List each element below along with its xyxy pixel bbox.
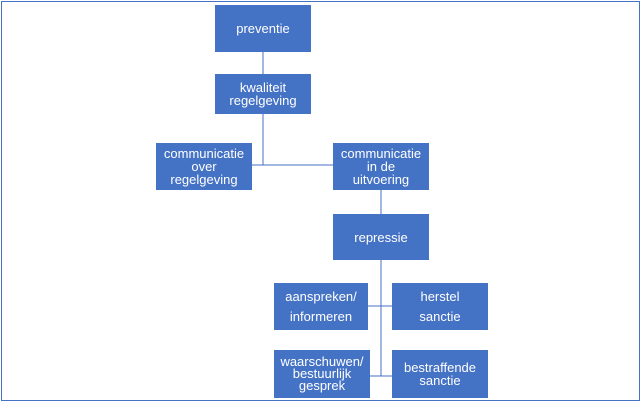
node-kwaliteit-label: kwaliteit regelgeving: [229, 80, 297, 108]
node-bestraffende-label: bestraffende sanctie: [403, 360, 477, 388]
node-kwaliteit-regelgeving: kwaliteit regelgeving: [215, 74, 311, 114]
node-herstel-sanctie: herstel sanctie: [392, 283, 488, 330]
node-comm-uitvoering-label: communicatie in de uitvoering: [340, 146, 422, 187]
node-aanspreken-informeren: aanspreken/ informeren: [274, 283, 368, 330]
node-communicatie-over-regelgeving: communicatie over regelgeving: [156, 143, 252, 190]
node-waarschuwen-label: waarschuwen/ bestuurlijk gesprek: [280, 354, 364, 393]
node-aanspreken-label: aanspreken/ informeren: [285, 288, 357, 324]
node-communicatie-in-de-uitvoering: communicatie in de uitvoering: [333, 143, 429, 190]
node-preventie-label: preventie: [236, 21, 290, 36]
node-preventie: preventie: [215, 5, 311, 52]
node-herstel-label: herstel sanctie: [419, 288, 461, 324]
node-repressie-label: repressie: [354, 229, 408, 245]
node-comm-over-label: communicatie over regelgeving: [163, 146, 245, 187]
node-waarschuwen-bestuurlijk-gesprek: waarschuwen/ bestuurlijk gesprek: [274, 350, 370, 398]
node-bestraffende-sanctie: bestraffende sanctie: [392, 350, 488, 398]
node-repressie: repressie: [333, 214, 429, 260]
